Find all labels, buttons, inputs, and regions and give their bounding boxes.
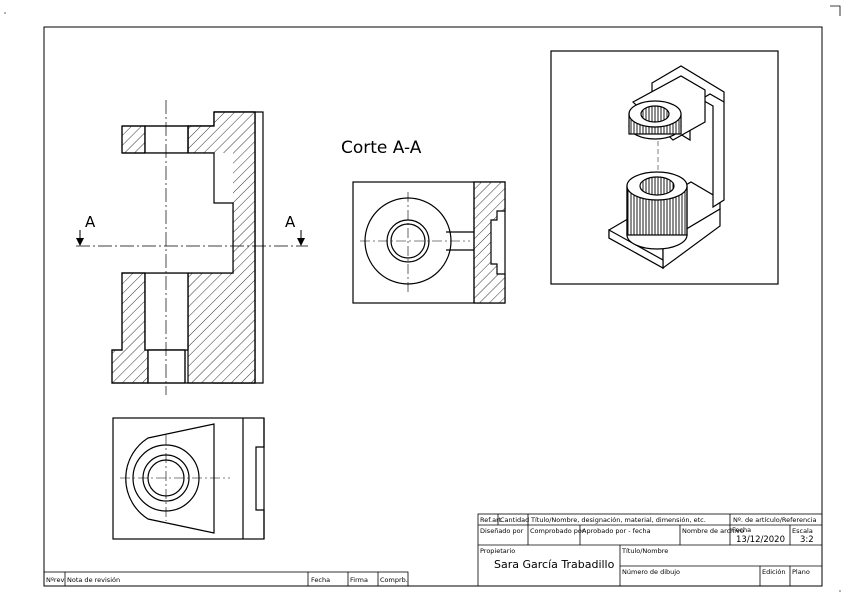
tb-ref: Ref.art xyxy=(480,516,502,524)
tb-scale-label: Escala xyxy=(792,527,813,535)
tb-title-label: Título/Nombre xyxy=(621,547,668,555)
rev-date: Fecha xyxy=(311,576,330,584)
counterbore xyxy=(147,349,186,384)
tb-approved-by: Aprobado por - fecha xyxy=(582,527,651,535)
bore-lower xyxy=(144,272,189,351)
hatch-region-lower-left xyxy=(111,272,149,384)
isometric-view xyxy=(550,50,779,285)
top-view xyxy=(112,417,265,540)
section-title: Corte A-A xyxy=(341,138,422,158)
section-a-a-view xyxy=(352,181,506,304)
tb-sheet: Plano xyxy=(792,568,810,576)
rev-note: Nota de revisión xyxy=(67,576,120,584)
tb-checked-by: Comprobado por xyxy=(530,527,585,535)
title-block-text: Ref.art Cantidad Título/Nombre, designac… xyxy=(480,516,816,576)
rev-signature: Firma xyxy=(350,576,368,584)
cavity xyxy=(145,153,233,273)
cut-label-left: A xyxy=(85,213,96,231)
tb-date-value: 13/12/2020 xyxy=(736,535,785,545)
bore-upper xyxy=(144,125,189,154)
tb-article-no: Nº. de artículo/Referencia xyxy=(733,516,816,524)
tb-quantity: Cantidad xyxy=(500,516,529,524)
tb-designed-by: Diseñado por xyxy=(480,527,524,535)
tb-file-name: Nombre de archivo xyxy=(682,527,744,535)
title-block xyxy=(477,513,823,587)
cut-label-right: A xyxy=(285,213,296,231)
tb-drawing-no: Número de dibujo xyxy=(622,568,680,576)
rev-checked: Comprb. xyxy=(380,576,408,584)
hatch-region-top-lug xyxy=(121,125,146,154)
tb-edition: Edición xyxy=(762,568,786,576)
tb-scale-value: 3:2 xyxy=(800,535,814,545)
revision-block-text: Nºrev Nota de revisión Fecha Firma Compr… xyxy=(46,576,408,584)
revision-block xyxy=(43,571,409,587)
tb-owner-value: Sara García Trabadillo xyxy=(494,558,615,571)
tb-owner-label: Propietario xyxy=(480,547,515,555)
front-section-view xyxy=(76,100,308,395)
tb-date-label: Fecha xyxy=(732,526,751,534)
tb-title-desc: Título/Nombre, designación, material, di… xyxy=(530,516,706,524)
section-hatch xyxy=(473,181,506,304)
sheet-frame xyxy=(4,5,841,592)
rev-no: Nºrev xyxy=(46,576,64,584)
